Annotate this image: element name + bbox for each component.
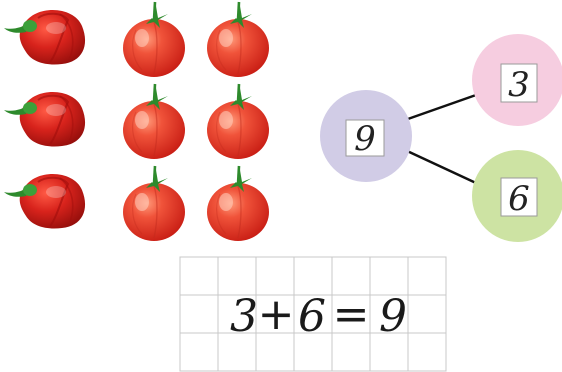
tomato-icon [207, 2, 269, 77]
tomato-group [123, 2, 269, 241]
whole-value: 9 [354, 119, 376, 159]
tomato-icon [123, 166, 185, 241]
equation-addend-b: 6 [298, 291, 326, 342]
red-bell-pepper-icon [4, 174, 85, 229]
equation: 3 + 6 = 9 [230, 289, 407, 342]
bond-connector-bottom [405, 150, 476, 183]
equation-equals-sign: = [333, 289, 370, 340]
equation-result: 9 [379, 291, 407, 342]
equation-plus-sign: + [258, 289, 295, 340]
equation-addend-a: 3 [230, 291, 258, 342]
red-bell-pepper-icon [4, 10, 85, 65]
part-bottom-value: 6 [508, 179, 530, 219]
pepper-group [4, 10, 85, 229]
number-bond: 9 3 6 [320, 34, 562, 242]
red-bell-pepper-icon [4, 92, 85, 147]
tomato-icon [207, 84, 269, 159]
tomato-icon [123, 2, 185, 77]
tomato-icon [123, 84, 185, 159]
tomato-icon [207, 166, 269, 241]
part-top-value: 3 [508, 65, 530, 105]
bond-connector-top [405, 95, 476, 120]
